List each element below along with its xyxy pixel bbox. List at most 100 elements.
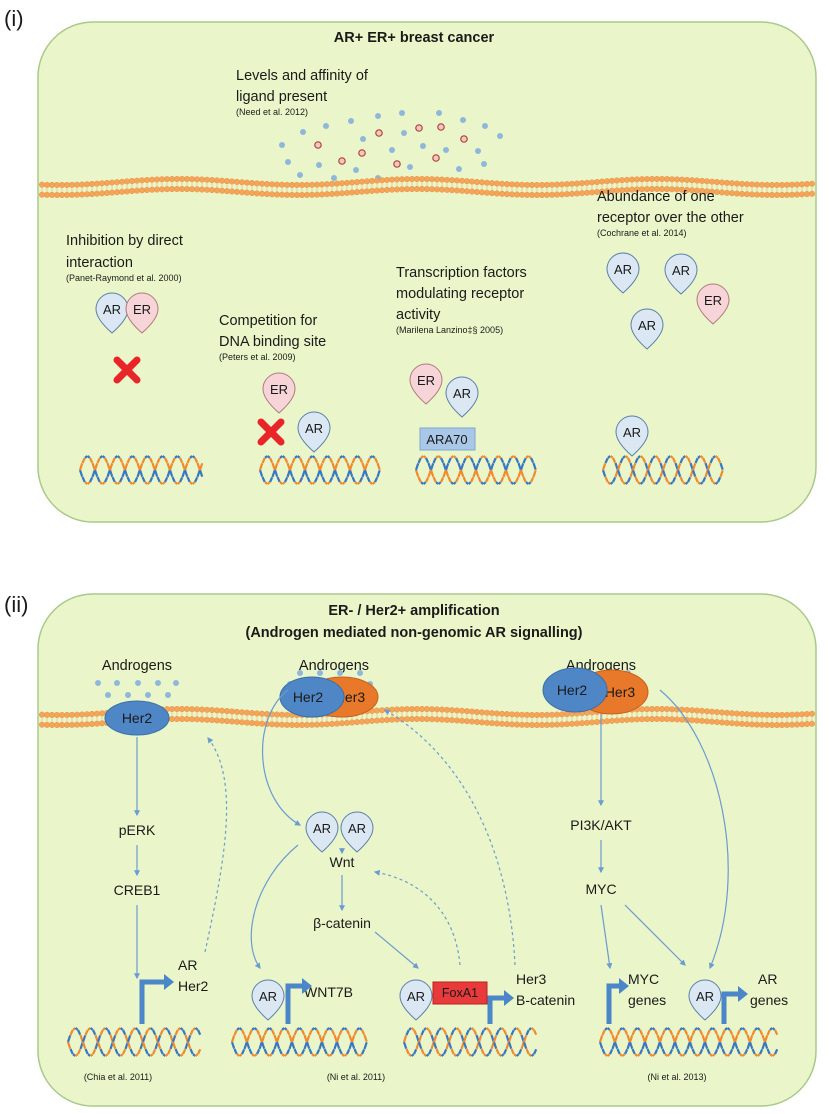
ar-receptor: AR xyxy=(251,979,285,1021)
dna-strand-segment xyxy=(497,481,502,485)
dna-strand-segment xyxy=(683,1048,689,1055)
membrane-bead xyxy=(153,176,160,183)
membrane-bead xyxy=(223,718,230,725)
membrane-bead xyxy=(98,180,105,187)
membrane-bead xyxy=(434,176,441,183)
membrane-bead xyxy=(669,706,676,713)
membrane-bead xyxy=(39,711,46,718)
membrane-bead xyxy=(339,180,346,187)
dna-strand-segment xyxy=(724,1027,728,1031)
membrane-bead xyxy=(489,190,496,197)
ligand-dot xyxy=(460,135,468,143)
dna-strand-segment xyxy=(171,1041,177,1050)
dna-strand-segment xyxy=(141,476,146,483)
dna-strand-segment xyxy=(99,1029,104,1036)
membrane-bead xyxy=(54,711,61,718)
dna-strand-segment xyxy=(721,1048,726,1055)
er-receptor: ER xyxy=(262,372,296,414)
membrane-bead xyxy=(429,176,436,183)
panel-1-label: (i) xyxy=(4,6,24,31)
dna-strand-segment xyxy=(444,469,450,478)
dna-strand-segment xyxy=(465,1029,470,1036)
membrane-bead xyxy=(719,719,726,726)
membrane-bead xyxy=(504,191,511,198)
androgens-label-2: Androgens xyxy=(299,658,369,674)
svg-text:Her2: Her2 xyxy=(293,689,324,705)
dna-strand-segment xyxy=(668,1048,674,1055)
membrane-bead xyxy=(188,186,195,193)
dna-strand-segment xyxy=(321,457,326,464)
ar-genes-line1: AR xyxy=(758,971,777,987)
membrane-bead xyxy=(314,721,321,728)
membrane-bead xyxy=(294,721,301,728)
membrane-bead xyxy=(479,709,486,716)
dna-strand-segment xyxy=(658,1041,664,1050)
ligand-dot xyxy=(443,147,449,153)
membrane-bead xyxy=(78,711,85,718)
dna-strand-segment xyxy=(417,457,422,464)
membrane-bead xyxy=(549,711,556,718)
dna-strand-segment xyxy=(527,455,532,459)
dna-strand-segment xyxy=(522,1034,528,1043)
dna-strand-segment xyxy=(193,457,199,464)
dna-strand-segment xyxy=(510,1048,515,1055)
dna-strand-segment xyxy=(101,481,106,485)
panel-2-title-line2: (Androgen mediated non-genomic AR signal… xyxy=(246,625,583,641)
membrane-bead xyxy=(374,187,381,194)
dna-strand-segment xyxy=(676,1029,681,1036)
dna-strand-segment xyxy=(651,1027,656,1031)
dna-strand-segment xyxy=(350,1034,356,1043)
membrane-bead xyxy=(389,176,396,183)
dna-strand-segment xyxy=(354,455,358,459)
dna-strand-segment xyxy=(653,1048,659,1055)
dna-strand-segment xyxy=(462,457,467,464)
membrane-bead xyxy=(459,707,466,714)
dna-strand-segment xyxy=(422,481,427,485)
membrane-bead xyxy=(544,181,551,188)
membrane-bead xyxy=(799,711,806,718)
dna-strand-segment xyxy=(345,1029,351,1036)
dna-strand-segment xyxy=(161,455,166,459)
dna-strand-segment xyxy=(706,469,712,478)
dna-strand-segment xyxy=(129,1048,134,1055)
dna-strand-segment xyxy=(126,1041,132,1050)
membrane-bead xyxy=(439,706,446,713)
dna-strand-segment xyxy=(601,1048,606,1055)
dna-strand-segment xyxy=(183,469,189,478)
dna-strand-segment xyxy=(517,1029,523,1036)
dna-strand-segment xyxy=(438,1053,442,1057)
membrane-bead xyxy=(68,721,75,728)
dna-strand-segment xyxy=(402,1041,408,1050)
dna-strand-segment xyxy=(121,1029,127,1036)
ligand-heading-line1: Levels and affinity of xyxy=(236,68,369,84)
red-cross-icon xyxy=(113,356,141,384)
ara70-label: ARA70 xyxy=(426,432,467,447)
membrane-bead xyxy=(309,191,316,198)
dna-strand-segment xyxy=(683,1029,689,1036)
dna-strand-segment xyxy=(264,455,268,459)
her2-receptor-1: Her2 xyxy=(104,700,170,736)
dna-strand-segment xyxy=(146,481,151,485)
dna-strand-segment xyxy=(268,476,274,483)
dna-strand-segment xyxy=(758,1048,764,1055)
dna-strand-segment xyxy=(126,476,131,483)
membrane-bead xyxy=(434,716,441,723)
membrane-bead xyxy=(799,181,806,188)
dna-strand-segment xyxy=(296,481,301,485)
dna-strand-segment xyxy=(679,457,684,464)
dna-strand-segment xyxy=(341,481,346,485)
dna-strand-segment xyxy=(103,476,109,483)
dna-strand-segment xyxy=(166,1029,172,1036)
dna-strand-segment xyxy=(144,455,148,459)
receptor-shape xyxy=(251,979,285,1021)
dna-strand-segment xyxy=(315,1029,321,1036)
dna-strand-segment xyxy=(440,1027,445,1031)
dna-strand-segment xyxy=(86,455,91,459)
membrane-bead xyxy=(399,186,406,193)
ligand-dot xyxy=(482,123,488,129)
membrane-bead xyxy=(709,178,716,185)
membrane-bead xyxy=(198,176,205,183)
membrane-bead xyxy=(709,718,716,725)
